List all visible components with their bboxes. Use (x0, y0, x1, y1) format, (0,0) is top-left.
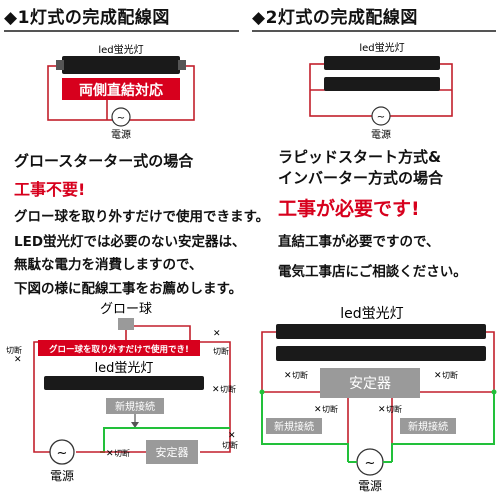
top-left-tube-cap-right (178, 60, 186, 70)
bottom-left-new-connection-box (106, 398, 164, 414)
right-line-2: 電気工事店にご相談ください。 (278, 264, 467, 280)
bottom-right-cut-label-3: 切断 (322, 404, 338, 414)
bottom-left-cut-icon-1: ✕ (213, 329, 221, 339)
bottom-left-cut-icon-4: ✕ (106, 449, 114, 459)
bottom-left-ballast-text: 安定器 (156, 445, 189, 459)
bottom-left-diagram: グロー球 グロー球を取り外すだけで使用でき! led蛍光灯 新規接続 安定器 ~… (6, 302, 238, 483)
bottom-left-glow-wire-2 (126, 325, 191, 342)
left-title-underline (4, 30, 239, 32)
bottom-left-red-right-wire (190, 341, 231, 453)
top-left-power-symbol (111, 107, 131, 127)
bottom-left-cut-label-4: 切断 (114, 448, 130, 458)
top-right-tube-1 (324, 56, 440, 70)
bottom-left-glow-label: グロー球 (100, 302, 152, 317)
bottom-left-ballast (146, 440, 198, 464)
top-right-tube-2 (324, 77, 440, 91)
bottom-right-cut-label-1: 切断 (292, 370, 308, 380)
bottom-left-banner-text: グロー球を取り外すだけで使用でき! (49, 344, 189, 355)
top-left-power-label: 電源 (111, 128, 131, 141)
left-title: ◆1灯式の完成配線図 (4, 8, 170, 28)
bottom-left-power-symbol (49, 439, 75, 465)
bottom-right-junction-1 (259, 389, 265, 395)
top-left-tube-cap-left (56, 60, 64, 70)
bottom-left-cut-icon-2: ✕ (14, 355, 22, 365)
bottom-left-new-connection-text: 新規接続 (115, 400, 155, 413)
bottom-right-power-label: 電源 (358, 479, 382, 493)
right-notice: 工事が必要です! (278, 198, 420, 220)
bottom-right-red-wire-2 (486, 331, 495, 392)
bottom-left-arrow-head (131, 422, 139, 428)
top-right-tilde-icon: ~ (377, 112, 385, 123)
top-left-tilde-icon: ~ (117, 113, 125, 124)
top-right-diagram: led蛍光灯 ~ 電源 (309, 41, 453, 141)
bottom-right-cut-icon-4: ✕ (378, 405, 386, 415)
bottom-left-power-label: 電源 (50, 469, 74, 483)
top-left-badge (62, 78, 180, 100)
bottom-left-glow-wire (60, 326, 127, 343)
bottom-left-cut-label-3: 切断 (220, 384, 236, 394)
right-line-1: 直結工事が必要ですので、 (278, 234, 440, 250)
bottom-right-ballast-text: 安定器 (349, 376, 391, 392)
bottom-right-ballast (320, 368, 420, 398)
bottom-right-junction-2 (491, 389, 497, 395)
bottom-right-new-connection-left-text: 新規接続 (274, 420, 314, 433)
bottom-right-tilde-icon: ~ (365, 456, 376, 471)
right-heading-2: インバーター方式の場合 (278, 169, 444, 187)
bottom-right-cut-label-4: 切断 (386, 404, 402, 414)
right-heading-1: ラピッドスタート方式& (278, 148, 442, 166)
left-notice: 工事不要! (14, 180, 86, 199)
bottom-left-glow-bulb (118, 318, 134, 330)
left-heading: グロースターター式の場合 (14, 152, 194, 170)
right-title: ◆2灯式の完成配線図 (252, 8, 418, 28)
bottom-right-tube-label: led蛍光灯 (340, 306, 403, 322)
left-line-2: LED蛍光灯では必要のない安定器は、 (14, 234, 246, 250)
left-line-1: グロー球を取り外すだけで使用できます。 (14, 209, 270, 225)
bottom-right-green-wire-1 (261, 392, 349, 462)
top-left-tube-label: led蛍光灯 (98, 43, 143, 56)
left-line-3: 無駄な電力を消費しますので、 (14, 257, 203, 273)
bottom-left-tilde-icon: ~ (57, 446, 68, 461)
top-right-power-symbol (371, 106, 391, 126)
bottom-right-tube-1 (276, 324, 486, 339)
bottom-left-cut-label-1: 切断 (213, 346, 229, 356)
bottom-left-banner (38, 340, 200, 356)
bottom-left-cut-icon-5: ✕ (228, 431, 236, 441)
bottom-right-cut-label-2: 切断 (442, 370, 458, 380)
bottom-right-cut-icon-1: ✕ (284, 371, 292, 381)
bottom-left-tube (44, 376, 204, 390)
top-right-tube-label: led蛍光灯 (359, 41, 404, 54)
bottom-right-tube-2 (276, 346, 486, 361)
bottom-left-cut-label-2: 切断 (6, 345, 22, 355)
bottom-right-diagram: led蛍光灯 安定器 新規接続 新規接続 ~ 電源 ✕ 切断 ✕ 切断 ✕ 切断… (259, 306, 497, 493)
bottom-left-cut-label-5: 切断 (222, 440, 238, 450)
bottom-right-cut-icon-2: ✕ (434, 371, 442, 381)
bottom-right-new-connection-right-text: 新規接続 (408, 420, 448, 433)
bottom-left-tube-label: led蛍光灯 (95, 361, 154, 376)
left-line-4: 下図の様に配線工事をお薦めします。 (14, 281, 243, 297)
bottom-right-green-wire-2 (391, 392, 495, 462)
top-left-tube (62, 56, 180, 74)
bottom-right-new-connection-box-right (400, 418, 456, 434)
top-right-power-label: 電源 (371, 128, 391, 141)
bottom-left-red-left-wire (33, 341, 60, 453)
right-title-underline (252, 30, 496, 32)
top-left-diagram: led蛍光灯 両側直結対応 ~ 電源 (47, 43, 195, 141)
bottom-right-red-wire-1 (261, 331, 276, 392)
bottom-right-cut-icon-3: ✕ (314, 405, 322, 415)
top-left-badge-text: 両側直結対応 (79, 82, 163, 99)
bottom-right-new-connection-box-left (266, 418, 322, 434)
bottom-left-cut-icon-3: ✕ (212, 385, 220, 395)
